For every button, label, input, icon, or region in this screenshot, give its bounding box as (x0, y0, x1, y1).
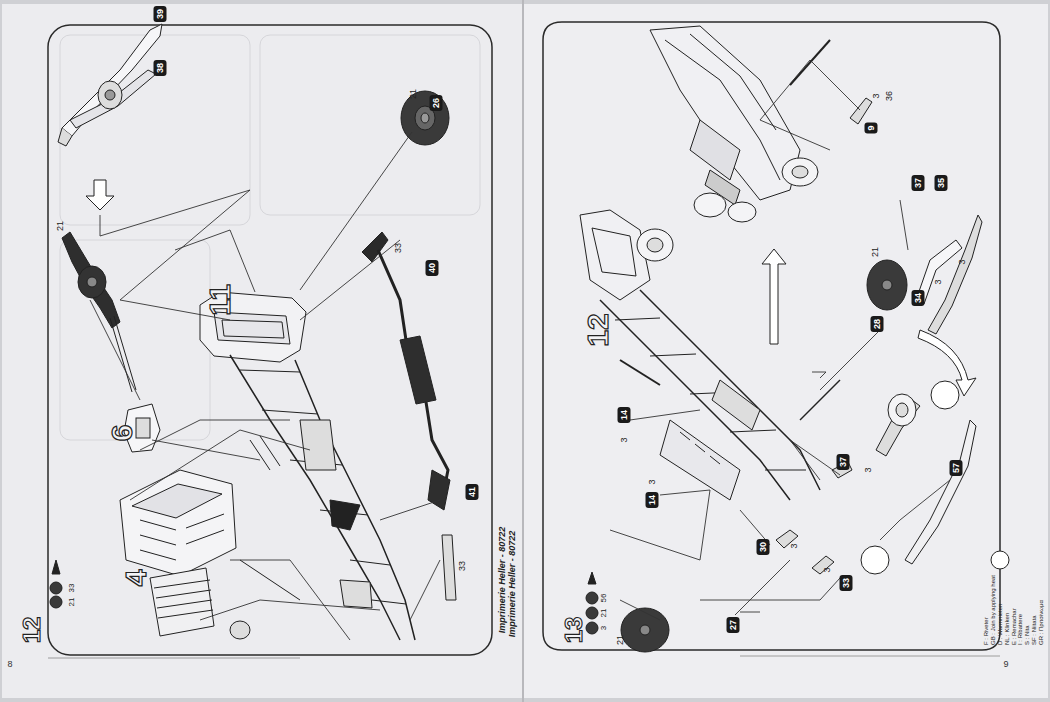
page-number: 8 (7, 660, 12, 669)
imprint-note: Imprimerie Heller - 80722 (498, 527, 507, 634)
subassembly-number: 4 (121, 570, 151, 587)
paint-number: 33 (458, 561, 467, 571)
page-number: 9 (1003, 660, 1008, 669)
paint-number: 21 (409, 89, 418, 99)
callout-number: 40 (426, 260, 439, 276)
page-frame (543, 22, 1000, 650)
imprint-note: Imprimerie Heller - 80722 (508, 531, 517, 638)
legend-entry: GB : Join by applying heat (990, 575, 997, 645)
legend-entry: I : Ribattere (1017, 575, 1024, 645)
paint-number: 56 (600, 594, 608, 603)
subassembly-number: 11 (205, 284, 235, 316)
callout-number: 26 (430, 95, 443, 111)
callout-number: 9 (865, 122, 878, 133)
legend-entry: F : Riveter (983, 575, 990, 645)
legend-entry: NL : Klinken (1004, 575, 1011, 645)
legend-entry: SF : Niitata (1031, 575, 1038, 645)
paint-number: 21 (68, 598, 76, 607)
paint-number: 33 (68, 584, 76, 593)
legend-entry: GR : Πριτσίνωμα (1038, 575, 1045, 645)
paint-number: 36 (885, 91, 894, 101)
paint-number: 3 (934, 279, 943, 284)
paint-number: 3 (823, 567, 832, 572)
callout-number: 14 (618, 407, 631, 423)
paint-number: 3 (620, 437, 629, 442)
legend-entry: D : Warmnieten (997, 575, 1004, 645)
paint-number: 21 (600, 609, 608, 618)
paint-number: 33 (394, 243, 403, 253)
rivet-legend: F : RiveterGB : Join by applying heatD :… (983, 575, 1045, 645)
callout-number: 37 (912, 175, 925, 191)
callout-number: 14 (646, 492, 659, 508)
left-page (2, 4, 522, 698)
callout-number: 57 (950, 460, 963, 476)
paint-number: 21 (616, 635, 625, 645)
paint-number: 3 (872, 93, 881, 98)
paint-number: 3 (958, 259, 967, 264)
callout-number: 27 (727, 617, 740, 633)
callout-number: 41 (466, 484, 479, 500)
callout-number: 33 (840, 575, 853, 591)
subassembly-number: 12 (583, 313, 613, 346)
callout-number: 30 (757, 539, 770, 555)
paint-number: 3 (648, 479, 657, 484)
legend-entry: S : Nita (1024, 575, 1031, 645)
right-page (524, 4, 1048, 698)
step-number: 12 (20, 617, 44, 644)
callout-number: 35 (935, 175, 948, 191)
paint-number: 3 (600, 626, 608, 630)
paint-number: 21 (871, 247, 880, 257)
paint-number: 3 (864, 467, 873, 472)
subassembly-number: 6 (107, 425, 137, 442)
paint-number: 21 (56, 221, 65, 231)
callout-number: 37 (837, 454, 850, 470)
legend-entry: E : Remachar (1011, 575, 1018, 645)
callout-number: 34 (912, 290, 925, 306)
callout-number: 28 (871, 316, 884, 332)
callout-number: 38 (154, 60, 167, 76)
callout-number: 39 (154, 6, 167, 22)
page-frame (48, 25, 492, 655)
step-number: 13 (562, 617, 586, 644)
paint-number: 3 (790, 543, 799, 548)
